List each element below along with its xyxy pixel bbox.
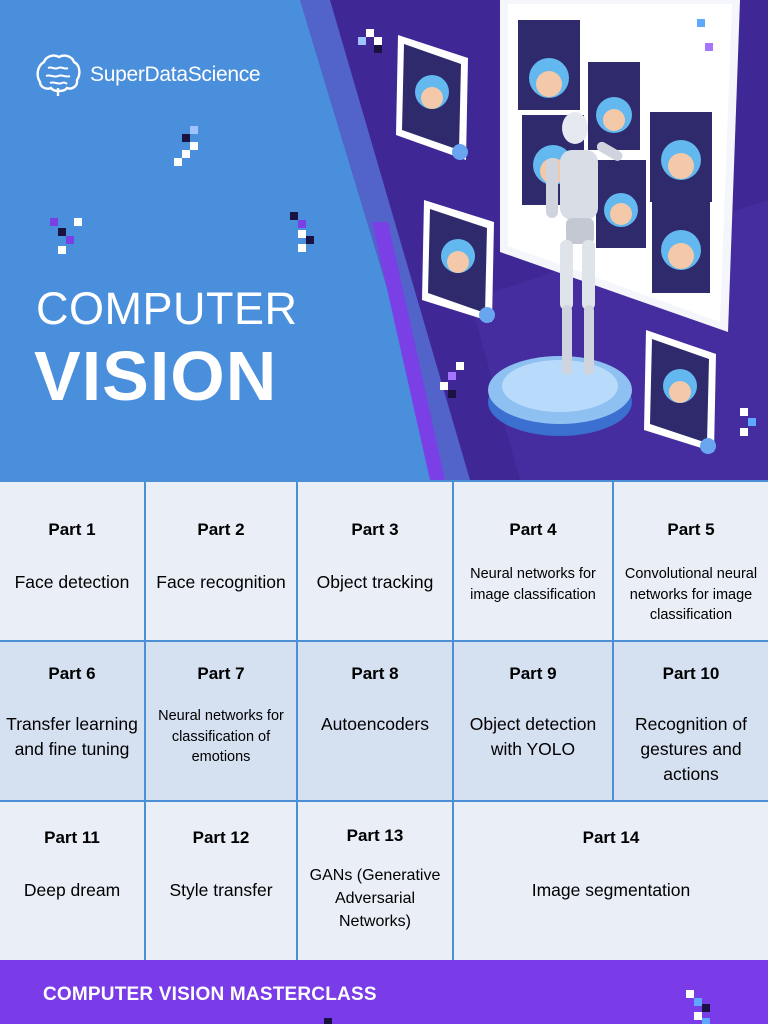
robot-face-recognition-illustration <box>50 0 768 480</box>
part-card: Part 13 GANs (Generative Adversarial Net… <box>298 802 454 962</box>
part-title: Object tracking <box>316 572 434 592</box>
part-title: Recognition of gestures and actions <box>635 714 747 784</box>
part-number: Part 3 <box>351 520 399 539</box>
part-number: Part 6 <box>48 664 96 683</box>
part-title: Style transfer <box>169 880 273 900</box>
part-card: Part 3 Object tracking <box>298 482 454 642</box>
pixel-decoration <box>324 990 710 1024</box>
part-card: Part 4 Neural networks for image classif… <box>454 482 614 642</box>
part-number: Part 2 <box>197 520 245 539</box>
part-card: Part 6 Transfer learning and fine tuning <box>0 642 146 802</box>
part-card: Part 5 Convolutional neural networks for… <box>614 482 768 642</box>
part-title: Object detection with YOLO <box>469 714 597 759</box>
part-title: Face recognition <box>156 572 286 592</box>
part-card: Part 9 Object detection with YOLO <box>454 642 614 802</box>
part-number: Part 11 <box>44 828 100 847</box>
part-number: Part 4 <box>509 520 557 539</box>
part-card: Part 14 Image segmentation <box>454 802 768 962</box>
part-card: Part 7 Neural networks for classificatio… <box>146 642 298 802</box>
part-card: Part 11 Deep dream <box>0 802 146 962</box>
part-number: Part 7 <box>197 664 245 683</box>
part-card: Part 2 Face recognition <box>146 482 298 642</box>
part-title: Transfer learning and fine tuning <box>6 714 138 759</box>
part-title: Neural networks for image classification <box>470 566 596 603</box>
part-card: Part 1 Face detection <box>0 482 146 642</box>
part-title: GANs (Generative Adversarial Networks) <box>309 867 441 930</box>
part-number: Part 9 <box>509 664 557 683</box>
part-title: Face detection <box>14 572 130 592</box>
part-title: Deep dream <box>23 880 121 900</box>
part-card: Part 8 Autoencoders <box>298 642 454 802</box>
hero-title-line2: VISION <box>34 337 278 415</box>
part-number: Part 12 <box>192 828 250 847</box>
part-card: Part 12 Style transfer <box>146 802 298 962</box>
part-number: Part 14 <box>582 828 640 847</box>
footer-banner: COMPUTER VISION MASTERCLASS <box>0 960 768 1024</box>
footer-title: COMPUTER VISION MASTERCLASS <box>43 984 377 1005</box>
brain-logo-icon <box>36 54 81 96</box>
part-number: Part 13 <box>346 826 404 845</box>
part-title: Autoencoders <box>321 714 429 734</box>
part-card: Part 10 Recognition of gestures and acti… <box>614 642 768 802</box>
brand: SuperDataScience <box>34 52 261 98</box>
part-number: Part 10 <box>662 664 720 683</box>
part-title: Convolutional neural networks for image … <box>624 566 758 623</box>
hero-title-line1: COMPUTER <box>36 283 298 334</box>
part-number: Part 1 <box>48 520 96 539</box>
part-number: Part 5 <box>667 520 715 539</box>
part-number: Part 8 <box>351 664 399 683</box>
course-parts-grid: Part 1 Face detection Part 2 Face recogn… <box>0 480 768 962</box>
part-title: Image segmentation <box>531 880 691 900</box>
hero-banner: SuperDataScience COMPUTER VISION <box>0 0 768 480</box>
part-title: Neural networks for classification of em… <box>158 708 284 765</box>
brand-name: SuperDataScience <box>90 63 261 86</box>
